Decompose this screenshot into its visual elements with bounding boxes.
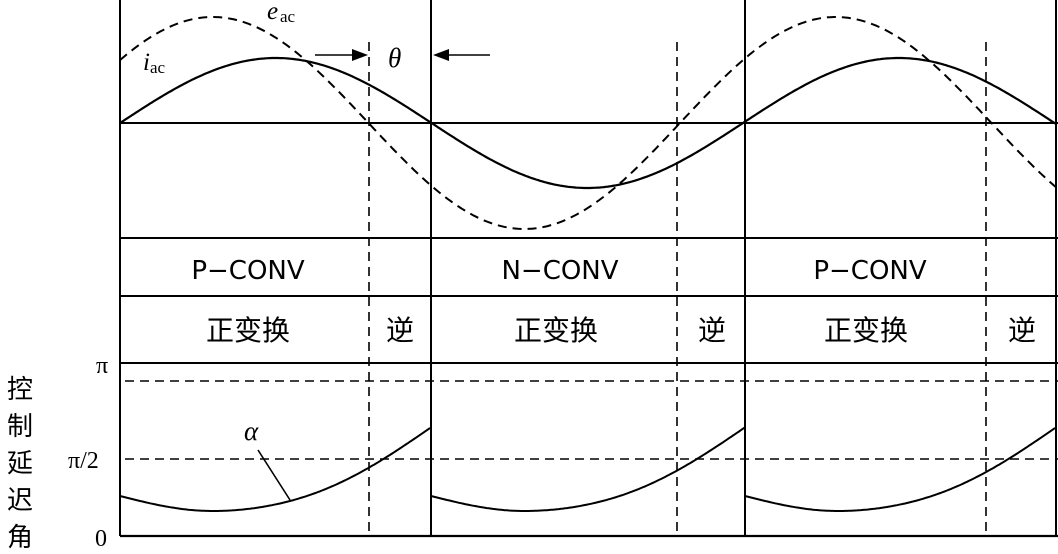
control-axis-title: 控制延迟角 [7, 375, 33, 553]
e-ac-label: e ac [267, 0, 296, 26]
voltage-e-ac-curve [119, 16, 1058, 230]
converter-label-1: P−CONV [191, 256, 305, 286]
alpha-label: α [244, 416, 259, 446]
alpha-curve-segment-2 [430, 426, 746, 512]
mode-row: 正变换 逆 正变换 逆 正变换 逆 [206, 314, 1036, 347]
tick-label-zero: 0 [95, 526, 107, 552]
mode-forward-label-2: 正变换 [514, 314, 598, 347]
theta-arrow-right-head [433, 49, 449, 61]
alpha-curve-segment-1 [119, 427, 431, 512]
mode-inverse-label-1: 逆 [386, 314, 414, 347]
i-ac-label: i ac [143, 49, 166, 77]
current-i-ac-curve [119, 56, 1057, 190]
dashed-verticals [368, 42, 987, 536]
tick-label-pi: π [96, 353, 108, 379]
theta-label: θ [388, 43, 401, 73]
theta-arrow-left-head [352, 49, 368, 61]
mode-forward-label-3: 正变换 [824, 314, 908, 347]
mode-forward-label-1: 正变换 [206, 314, 290, 347]
alpha-annotation: α [244, 416, 291, 501]
e-ac-label-subscript: ac [280, 7, 296, 26]
converter-label-3: P−CONV [813, 256, 927, 286]
e-ac-label-letter: e [267, 0, 278, 25]
mode-inverse-label-2: 逆 [698, 314, 726, 347]
i-ac-label-subscript: ac [150, 58, 166, 77]
row-lines [120, 122, 1058, 538]
alpha-curve-segment-3 [744, 427, 1056, 512]
converter-row: P−CONV N−CONV P−CONV [191, 256, 927, 286]
i-ac-label-letter: i [143, 49, 150, 76]
control-tick-labels: π π/2 0 [68, 353, 108, 552]
alpha-leader-line [257, 449, 291, 501]
theta-indicator: θ [315, 43, 490, 73]
tick-label-half-pi: π/2 [68, 448, 99, 474]
converter-label-2: N−CONV [501, 256, 618, 286]
mode-inverse-label-3: 逆 [1008, 314, 1036, 347]
vertical-boundaries [119, 0, 1057, 536]
